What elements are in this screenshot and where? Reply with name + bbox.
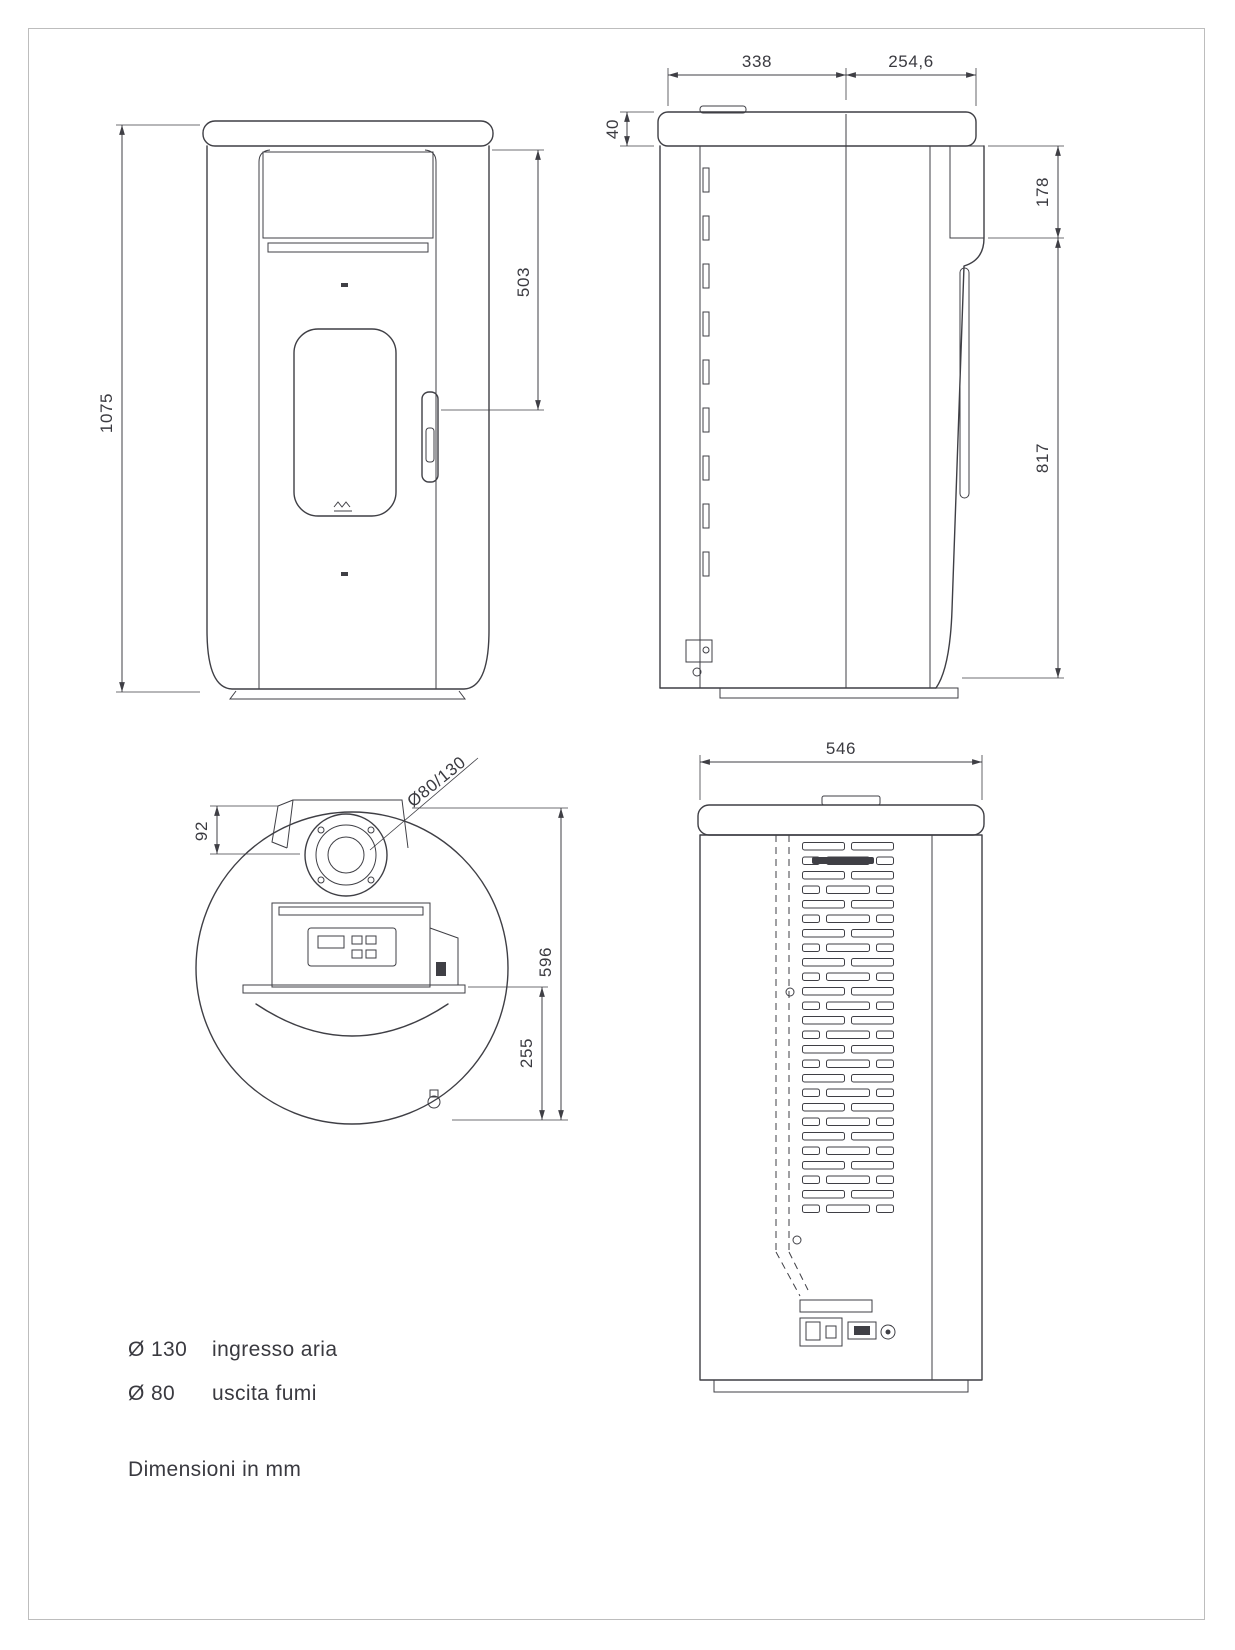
units-note: Dimensioni in mm [128, 1458, 302, 1481]
legend-label-air-inlet: ingresso aria [212, 1338, 338, 1361]
rear-view: 546 [697, 739, 985, 1393]
dim-side-top-back: 338 [742, 52, 772, 71]
legend-label-smoke-outlet: uscita fumi [212, 1382, 317, 1405]
side-view: 338 254,6 40 178 817 [603, 52, 1064, 699]
dim-top-depth: 596 [536, 947, 555, 977]
dim-front-total-height: 1075 [97, 393, 116, 433]
dim-side-body-height: 817 [1033, 443, 1052, 473]
legend-symbol-80: Ø 80 [128, 1382, 176, 1405]
legend-item-air-inlet: Ø 130 ingresso aria [128, 1338, 337, 1362]
front-view: 1075 503 [97, 120, 544, 700]
dim-front-upper-height: 503 [514, 267, 533, 297]
top-view: Ø80/130 92 596 255 [192, 752, 568, 1125]
dim-top-flue: Ø80/130 [404, 752, 470, 810]
legend: Ø 130 ingresso aria Ø 80 uscita fumi [128, 1338, 337, 1426]
legend-item-smoke-outlet: Ø 80 uscita fumi [128, 1382, 337, 1406]
legend-symbol-130: Ø 130 [128, 1338, 188, 1361]
dim-rear-width: 546 [826, 739, 856, 758]
dim-top-front-depth: 255 [517, 1038, 536, 1068]
dim-side-cap-height: 40 [603, 119, 622, 139]
dim-side-top-front: 254,6 [888, 52, 934, 71]
dim-top-flue-offset: 92 [192, 821, 211, 841]
dim-side-grille-height: 178 [1033, 177, 1052, 207]
